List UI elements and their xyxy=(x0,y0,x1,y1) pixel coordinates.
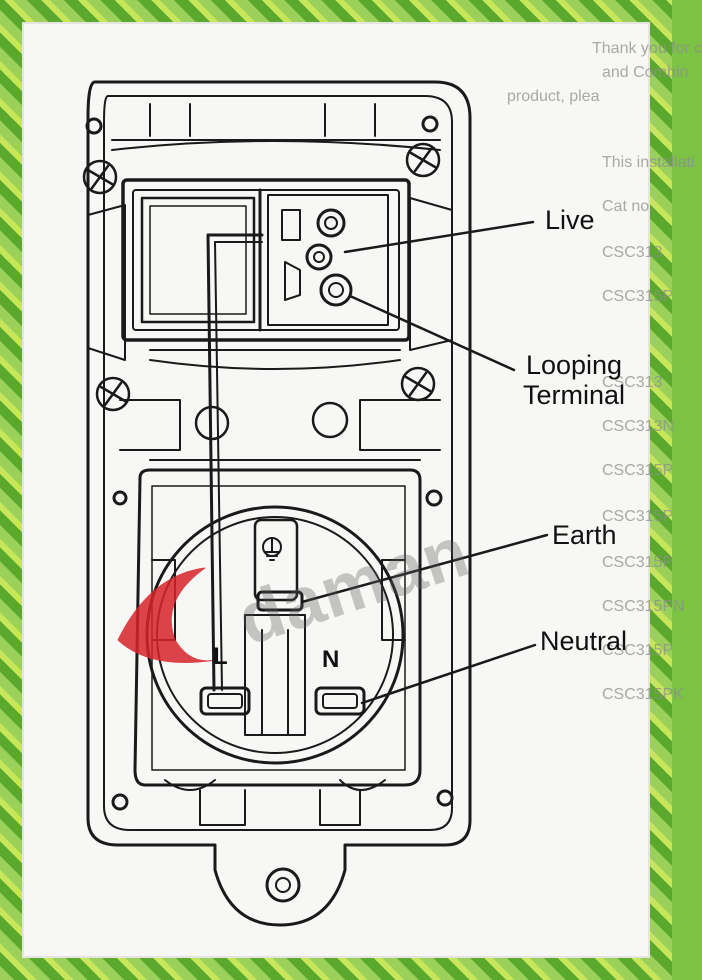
terminal-block xyxy=(267,194,389,326)
neutral-leader-line xyxy=(360,643,537,705)
looping-leader-line xyxy=(348,294,516,372)
switch-module-outline xyxy=(121,178,411,342)
earth-leader-line xyxy=(300,533,549,604)
earth-label: Earth xyxy=(552,520,617,550)
background-text-line: CSC313N xyxy=(602,418,675,435)
live-leader-line xyxy=(343,220,535,254)
live-label: Live xyxy=(545,205,595,235)
looping-terminal-upper-screw xyxy=(305,243,333,271)
background-text-line: CSC315P xyxy=(602,508,674,525)
fixing-screw xyxy=(82,142,441,412)
neutral-terminal-letter: N xyxy=(322,646,340,673)
live-terminal-letter: L xyxy=(213,643,228,670)
screw-hole xyxy=(85,117,103,135)
socket-wiring-diagram xyxy=(82,80,549,927)
earth-contact-housing xyxy=(253,518,299,602)
neutral-pin-contact xyxy=(314,686,366,716)
looping-terminal-screw xyxy=(319,273,353,307)
background-text-line: product, plea xyxy=(507,88,600,105)
watermark-swoosh xyxy=(117,567,216,663)
background-text-line: CSC315P xyxy=(602,642,674,659)
internal-wire xyxy=(206,233,264,692)
socket-housing-outline xyxy=(86,80,472,927)
background-text-line: This installati xyxy=(602,154,695,171)
background-text-line: CSC315PK xyxy=(602,686,684,703)
background-text-line: CSC313 xyxy=(602,244,663,261)
live-pin-contact xyxy=(199,686,251,716)
live-terminal-screw xyxy=(316,208,346,238)
neutral-label: Neutral xyxy=(540,626,628,656)
hanging-hole xyxy=(265,867,301,903)
background-text-line: CSC315PN xyxy=(602,598,685,615)
background-text-line: CSC315P xyxy=(602,462,674,479)
looping-label-line1: Looping xyxy=(525,350,623,380)
background-text-line: and Combin xyxy=(602,64,689,81)
socket-frame xyxy=(133,468,422,787)
switch-window xyxy=(140,196,256,324)
background-text-line: CSC315P xyxy=(602,288,674,305)
background-text-line: CSC315P xyxy=(602,554,674,571)
looping-label-line2: Terminal xyxy=(523,380,626,410)
looping-terminal-label: Looping Terminal xyxy=(523,350,625,410)
background-text-line: Cat no. xyxy=(602,198,654,215)
background-text-line: Thank you for c xyxy=(592,40,702,57)
background-text-line: CSC313 xyxy=(602,374,663,391)
socket-housing-inner-outline xyxy=(103,95,453,831)
